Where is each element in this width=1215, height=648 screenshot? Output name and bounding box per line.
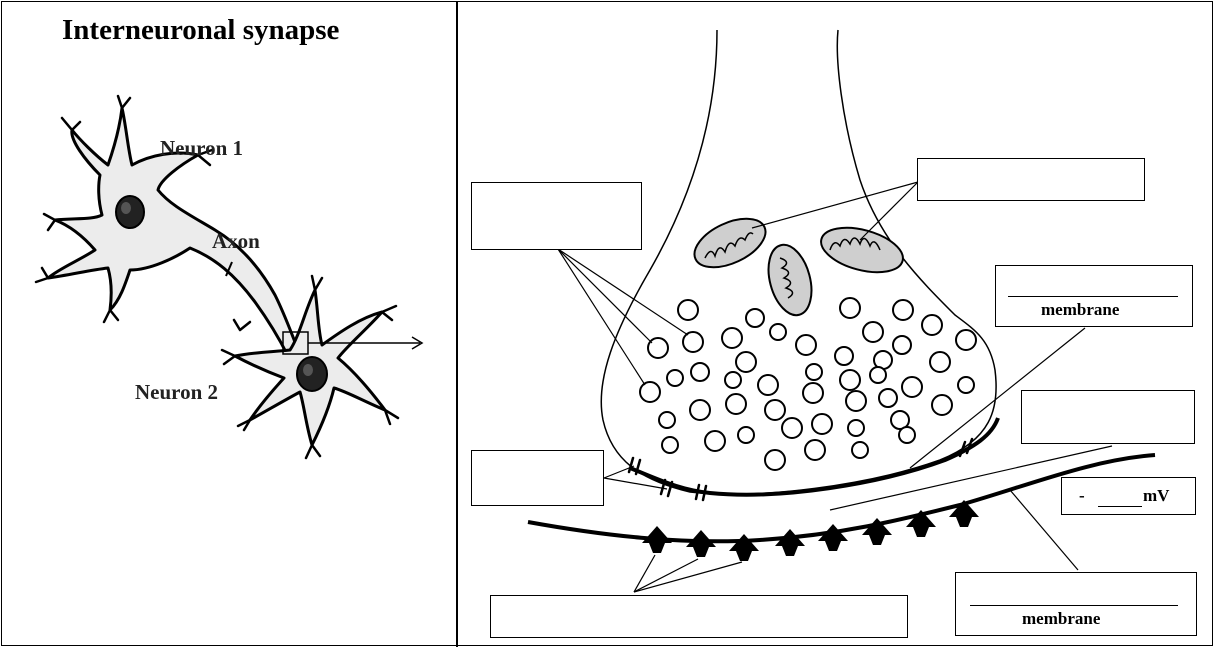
postsynaptic-receptors xyxy=(642,500,979,561)
mv-prefix: - xyxy=(1079,486,1085,506)
answer-blank xyxy=(970,605,1178,606)
label-box-resting-potential[interactable]: - mV xyxy=(1061,477,1196,515)
label-box-synaptic-cleft[interactable] xyxy=(1021,390,1195,444)
label-box-presynaptic-membrane[interactable]: membrane xyxy=(995,265,1193,327)
label-box-mitochondria[interactable] xyxy=(917,158,1145,201)
label-box-postsynaptic-membrane[interactable]: membrane xyxy=(955,572,1197,636)
label-box-receptors[interactable] xyxy=(490,595,908,638)
label-box-ion-channels[interactable] xyxy=(471,450,604,506)
membrane-label-bottom: membrane xyxy=(1022,609,1100,629)
label-box-vesicles[interactable] xyxy=(471,182,642,250)
answer-blank xyxy=(1008,296,1178,297)
mv-blank xyxy=(1098,506,1142,507)
mv-unit: mV xyxy=(1143,486,1169,506)
synaptic-vesicles xyxy=(640,298,976,470)
membrane-label-top: membrane xyxy=(1041,300,1119,320)
